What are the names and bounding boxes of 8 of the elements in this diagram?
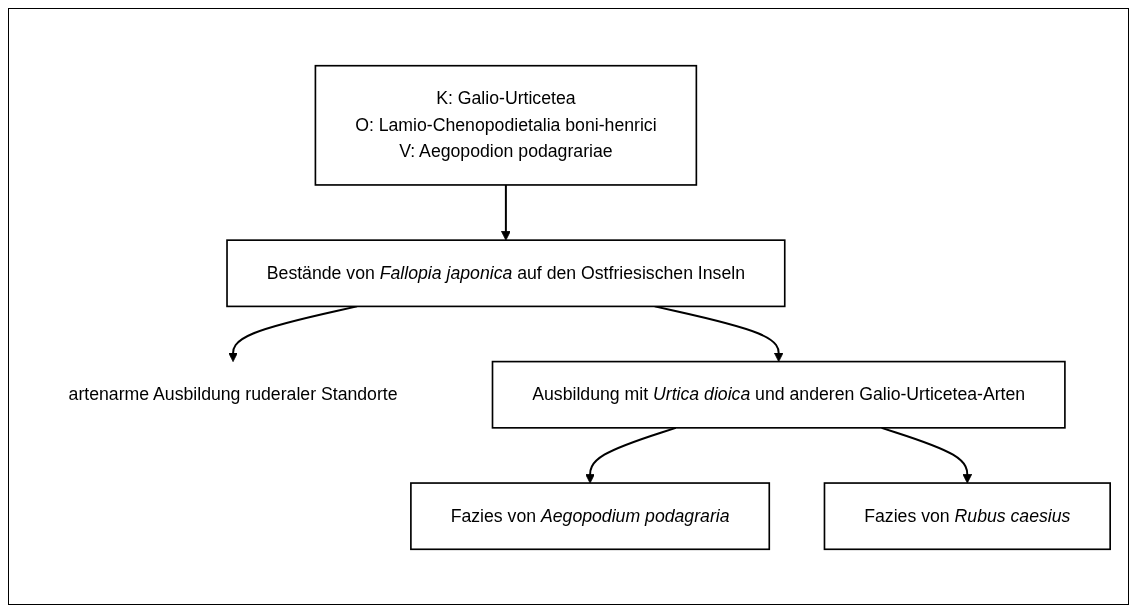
node-text: artenarme Ausbildung ruderaler Standorte <box>68 384 398 404</box>
arrow <box>585 426 677 484</box>
node-box: Bestände von Fallopia japonica auf den Ostfriesischen Inseln <box>226 239 786 308</box>
arrow <box>501 183 511 241</box>
node-box: K: Galio-Urticetea O: Lamio-Chenopodietalia boni-henrici V: Aegopodion podagrariae <box>314 64 698 186</box>
node-box: Fazies von Aegopodium podagraria <box>410 482 771 551</box>
node-box: Fazies von Rubus caesius <box>823 482 1111 551</box>
node-box: Ausbildung mit Urtica dioica und anderen Galio-Urticetea-Arten <box>491 360 1066 429</box>
